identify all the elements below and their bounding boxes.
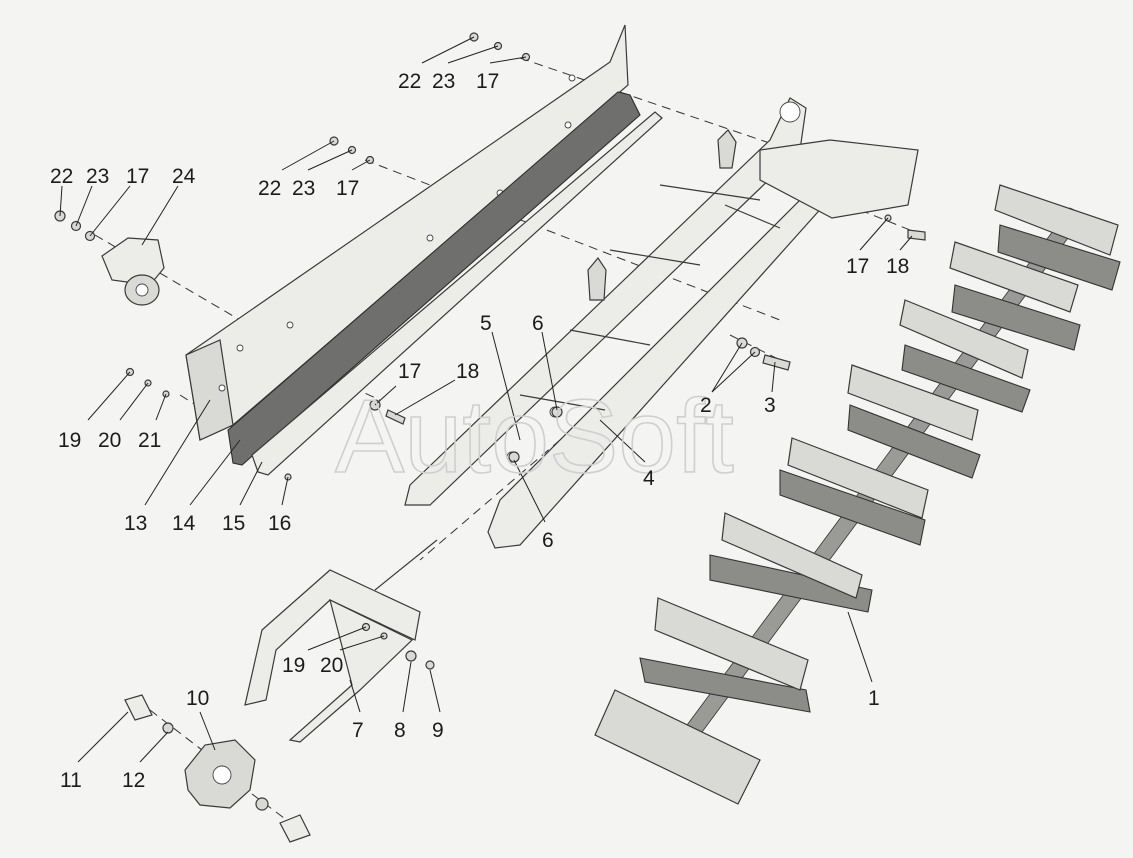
- watermark-text: AutoSoft: [335, 379, 734, 495]
- callout-6: 6: [542, 529, 554, 552]
- callout-14: 14: [172, 512, 196, 535]
- callout-20: 20: [98, 429, 121, 452]
- callout-17: 17: [126, 165, 149, 188]
- callout-11: 11: [60, 769, 82, 792]
- callout-23: 23: [86, 165, 109, 188]
- callout-9: 9: [432, 719, 444, 742]
- callout-5: 5: [480, 312, 492, 335]
- callout-12: 12: [122, 769, 145, 792]
- callout-23: 23: [292, 177, 315, 200]
- callout-19: 19: [282, 654, 305, 677]
- callout-13: 13: [124, 512, 147, 535]
- clamp-bar-15: [251, 111, 663, 476]
- callout-7: 7: [352, 719, 364, 742]
- callout-10: 10: [186, 687, 209, 710]
- callout-23: 23: [432, 70, 455, 93]
- callout-3: 3: [764, 394, 776, 417]
- callout-17: 17: [476, 70, 499, 93]
- callout-18: 18: [456, 360, 479, 383]
- callout-15: 15: [222, 512, 245, 535]
- callout-18: 18: [886, 255, 909, 278]
- callout-2: 2: [700, 394, 712, 417]
- fasteners: [54, 32, 926, 811]
- callout-17: 17: [336, 177, 359, 200]
- callout-24: 24: [172, 165, 196, 188]
- callouts: 22 23 17 22 23 17 22 23 17 24 19 20 21 1…: [50, 70, 909, 792]
- callout-22: 22: [50, 165, 73, 188]
- sprocket-10: [124, 694, 311, 843]
- callout-20: 20: [320, 654, 343, 677]
- callout-16: 16: [268, 512, 291, 535]
- callout-1: 1: [868, 687, 880, 710]
- callout-21: 21: [138, 429, 161, 452]
- callout-19: 19: [58, 429, 81, 452]
- slat-conveyor-1: [594, 184, 1121, 805]
- cover-panel-13: [185, 24, 629, 441]
- callout-17: 17: [398, 360, 421, 383]
- callout-22: 22: [258, 177, 281, 200]
- rubber-strip-14: [227, 91, 641, 466]
- u-bracket-7: [244, 539, 438, 743]
- callout-4: 4: [643, 467, 655, 490]
- bearing-bracket-24: [101, 237, 165, 306]
- leader-lines: [59, 36, 913, 763]
- callout-8: 8: [394, 719, 406, 742]
- main-frame-4: [404, 97, 919, 549]
- callout-17: 17: [846, 255, 869, 278]
- callout-6: 6: [532, 312, 544, 335]
- callout-22: 22: [398, 70, 421, 93]
